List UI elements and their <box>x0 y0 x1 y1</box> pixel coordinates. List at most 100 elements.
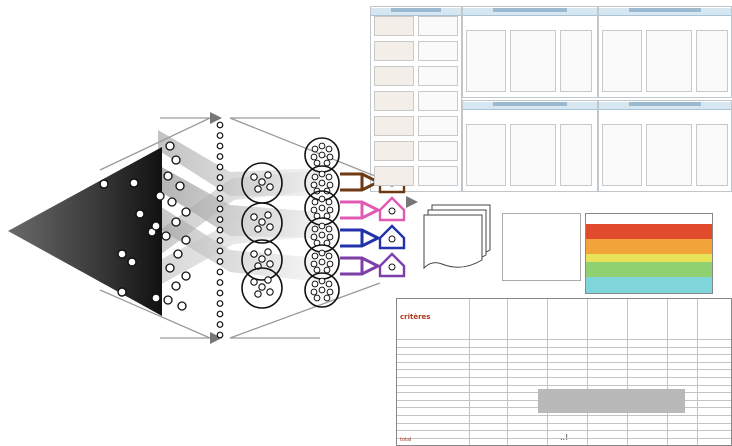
footer-mark: ..! <box>560 433 568 442</box>
sheet-thumbnail <box>374 16 414 36</box>
layer1-circle <box>241 239 283 281</box>
layer2-inner-dot <box>325 173 333 181</box>
layer1-inner-dot <box>258 283 266 291</box>
layer1-inner-dot <box>266 288 274 296</box>
connector-house <box>378 252 406 278</box>
sheet-thumbnail <box>374 166 414 186</box>
connector-house <box>378 196 406 222</box>
layer2-inner-dot <box>326 181 334 189</box>
table-header-label: critères <box>400 313 431 321</box>
layer1-inner-dot <box>254 290 262 298</box>
layer2-inner-dot <box>318 195 326 203</box>
table-row-line <box>397 415 731 416</box>
sheet-thumbnail <box>374 91 414 111</box>
panel-box <box>466 124 506 186</box>
layer2-inner-dot <box>313 159 321 167</box>
table-column-line <box>627 299 628 445</box>
scatter-dot <box>165 263 175 273</box>
table-row-line <box>397 339 731 340</box>
layer2-inner-dot <box>310 233 318 241</box>
table-column-line <box>697 299 698 445</box>
table-row-line <box>397 384 731 386</box>
scatter-dot <box>167 197 177 207</box>
arrow-bottom <box>210 332 222 344</box>
layer1-circle <box>241 202 283 244</box>
scatter-dot <box>181 235 191 245</box>
layer1-inner-dot <box>266 260 274 268</box>
scatter-dot <box>151 221 161 231</box>
layer2-inner-dot <box>318 277 326 285</box>
panel-box <box>560 124 592 186</box>
scatter-dot <box>165 141 175 151</box>
input-dot <box>151 293 161 303</box>
input-dot <box>127 257 137 267</box>
table-row-line <box>397 361 731 363</box>
heatmap-row <box>586 254 712 263</box>
sheet-thumbnail <box>418 41 458 61</box>
sheet-thumbnail <box>374 66 414 86</box>
layer2-inner-dot <box>318 179 326 187</box>
sheet-thumbnail <box>418 16 458 36</box>
table-row-line <box>397 369 731 371</box>
scatter-dot <box>173 249 183 259</box>
table-column-line <box>667 299 668 445</box>
layer2-inner-dot <box>325 225 333 233</box>
connector-chevron <box>340 228 382 248</box>
layer2-inner-dot <box>325 145 333 153</box>
column-dot <box>216 310 224 318</box>
scatter-dot <box>175 181 185 191</box>
layer1-inner-dot <box>258 178 266 186</box>
layer2-inner-dot <box>323 159 331 167</box>
layer2-inner-dot <box>311 252 319 260</box>
column-dot <box>216 331 224 339</box>
sheet-thumbnail <box>418 116 458 136</box>
heatmap-row <box>586 239 712 248</box>
layer2-inner-dot <box>318 151 326 159</box>
column-dot <box>216 268 224 276</box>
sheet-thumbnail <box>418 91 458 111</box>
layer1-inner-dot <box>254 225 262 233</box>
layer2-inner-dot <box>326 153 334 161</box>
sheet-thumbnail <box>374 116 414 136</box>
column-dot <box>216 258 224 265</box>
layer2-inner-dot <box>318 142 326 150</box>
layer2-inner-dot <box>313 266 321 274</box>
scatter-dot <box>177 301 187 311</box>
gray-fan-bands <box>158 130 322 285</box>
table-row-line <box>397 430 731 432</box>
scatter-dot <box>171 281 181 291</box>
layer1-inner-dot <box>264 211 272 219</box>
input-dot <box>99 179 109 189</box>
table-row-line <box>397 346 731 348</box>
panel-box <box>560 30 592 92</box>
column-dot <box>216 226 224 234</box>
guide-lines <box>99 117 381 339</box>
scatter-dot <box>161 231 171 241</box>
table-row-line <box>397 377 731 378</box>
sheet-thumbnail <box>374 141 414 161</box>
column-dot <box>216 195 224 202</box>
scatter-dot <box>155 191 165 201</box>
layer1-inner-dot <box>266 183 274 191</box>
column-dot <box>216 174 224 181</box>
arrow-top <box>210 112 222 124</box>
connector-dot <box>388 235 396 243</box>
layer2-circle <box>304 272 340 308</box>
heatmap-row <box>586 284 712 293</box>
scatter-dot <box>171 155 181 165</box>
layer2-inner-dot <box>310 206 318 214</box>
connector-dot <box>388 207 396 215</box>
sheet-thumbnail <box>418 166 458 186</box>
table-column-line <box>507 299 508 445</box>
layer2-inner-dot <box>318 204 326 212</box>
layer2-inner-dot <box>310 288 318 296</box>
input-dot <box>117 287 127 297</box>
layer1-inner-dot <box>266 223 274 231</box>
layer2-inner-dot <box>311 280 319 288</box>
sheet-thumbnail <box>418 141 458 161</box>
connector-chevron <box>340 200 382 220</box>
heatmap-row <box>586 277 712 286</box>
software-screen <box>502 213 581 281</box>
layer2-inner-dot <box>325 252 333 260</box>
